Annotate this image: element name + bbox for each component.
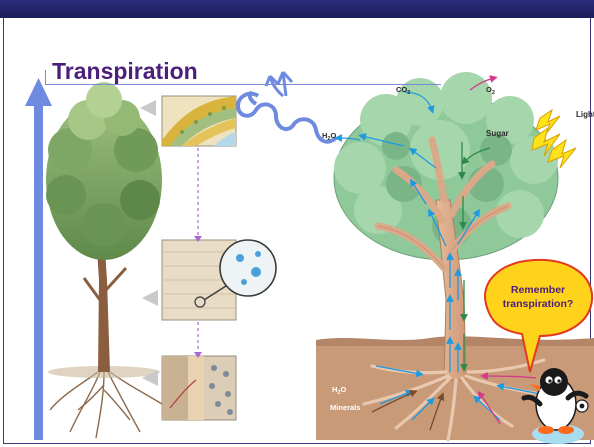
left-tree-illustration: [46, 82, 162, 438]
callout-line-1: Remember: [511, 284, 565, 296]
label-sugar: Sugar: [486, 129, 509, 138]
callout-line-2: transpiration?: [503, 298, 574, 310]
label-minerals: Minerals: [330, 403, 360, 412]
stem-cross-section-panel: [162, 240, 276, 320]
upward-flow-arrow: [25, 78, 52, 440]
root-cross-section-panel: [162, 356, 236, 420]
slide-title: Transpiration: [52, 58, 198, 85]
leaf-cross-section-panel: [162, 96, 236, 146]
label-light: Light: [576, 110, 594, 119]
title-rule-mark: [45, 70, 46, 85]
